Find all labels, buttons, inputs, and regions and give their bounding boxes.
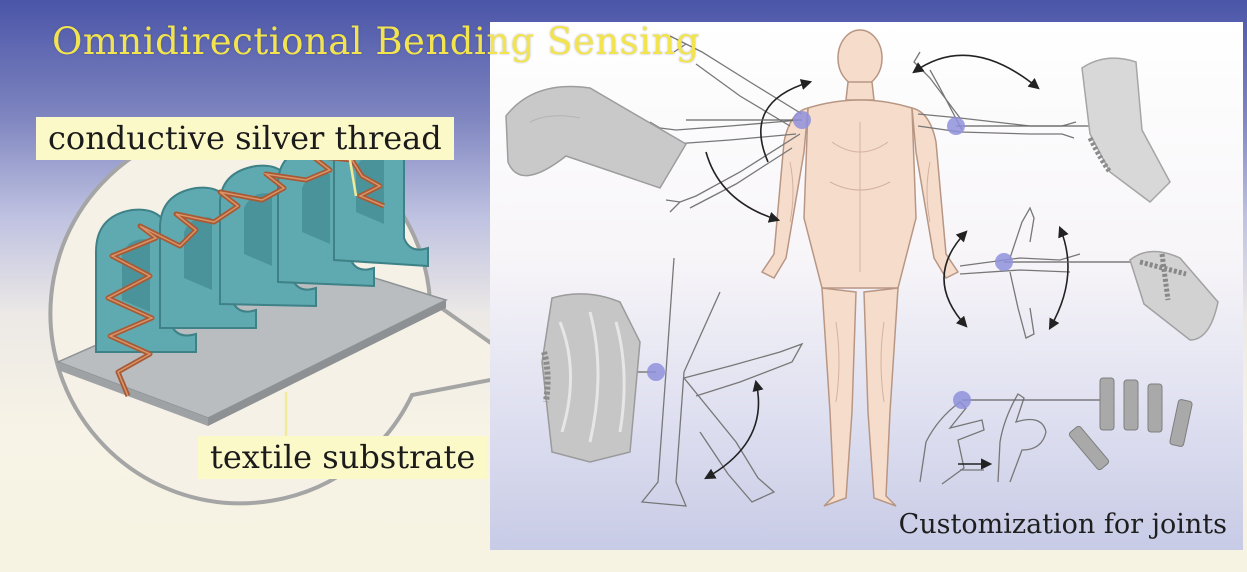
substrate-label: textile substrate bbox=[198, 436, 488, 479]
joint-marker-icon bbox=[647, 111, 1013, 409]
sensor-illustration bbox=[48, 121, 500, 506]
finger-hand-poses bbox=[919, 393, 1047, 485]
figure-title: Omnidirectional Bending Sensing bbox=[52, 20, 700, 63]
joints-panel: Customization for joints bbox=[490, 22, 1243, 550]
finger-sensor-products bbox=[1068, 377, 1193, 471]
knee-leg-poses bbox=[640, 257, 804, 507]
elbow-arm-poses bbox=[913, 51, 1077, 139]
motion-arrow-icon bbox=[704, 54, 1069, 480]
thread-label: conductive silver thread bbox=[36, 117, 454, 160]
shoulder-sleeve-product bbox=[505, 85, 688, 189]
caption: Customization for joints bbox=[898, 509, 1227, 540]
thread-leader-line bbox=[348, 159, 358, 197]
wrist-sleeve-product bbox=[1129, 250, 1219, 341]
elbow-sleeve-product bbox=[1081, 57, 1171, 203]
wrist-hand-poses bbox=[959, 206, 1081, 339]
knee-sleeve-product bbox=[541, 293, 641, 463]
